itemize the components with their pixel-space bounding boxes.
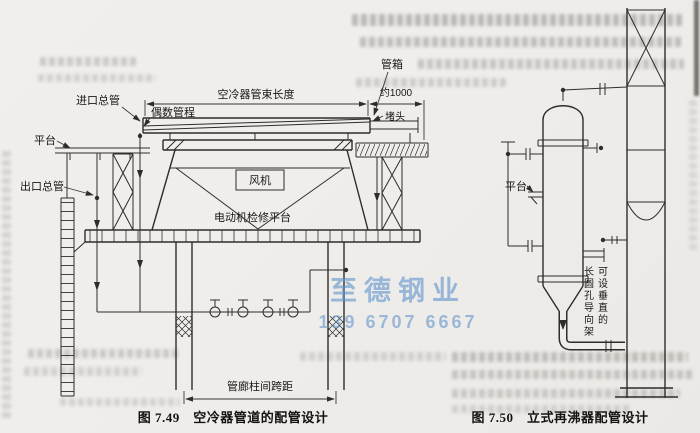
concrete-column-right (327, 242, 345, 390)
tower-column (600, 8, 678, 398)
platform-label: 平台 (505, 179, 527, 193)
concrete-column-left (175, 242, 193, 390)
main-beam (73, 229, 421, 253)
fan-label: 风机 (249, 173, 271, 187)
dimension-rack-span: 管廊柱间跨距 (183, 379, 337, 404)
right-platform (355, 142, 429, 158)
guide-note-right: 可设垂直的 (596, 266, 608, 326)
left-platform: 平台 (34, 133, 150, 198)
braced-post-right (374, 156, 403, 231)
vapor-line-top (560, 83, 628, 101)
motor-platform-label: 电动机检修平台 (214, 210, 291, 224)
pipe-box-callout: 管箱 (373, 57, 403, 116)
fig-7-50: 平台 可设垂直的 长圆孔导向架 图 7.50 立式再沸器配管设计 (471, 8, 678, 425)
approx-1000-label: 约1000 (380, 86, 413, 99)
even-passes-label: 偶数管程 (151, 105, 195, 119)
valve (209, 299, 221, 318)
fig50-caption: 图 7.50 立式再沸器配管设计 (471, 410, 648, 425)
plug-label: 堵头 (385, 110, 405, 123)
valve (262, 299, 274, 318)
watermark-company: 至德钢业 (330, 276, 466, 306)
outlet-header-label: 出口总管 (20, 179, 64, 193)
watermark-phone: 139 6707 6667 (318, 312, 477, 332)
guide-note-left: 长圆孔导向架 (582, 266, 594, 338)
valve (237, 299, 249, 318)
valve (287, 299, 299, 318)
side-nozzle-stub (583, 143, 604, 153)
fig49-caption: 图 7.49 空冷器管道的配管设计 (138, 410, 329, 425)
liquid-line-left (501, 141, 543, 252)
fan-box: 风机 (235, 169, 285, 191)
guide-frame: 可设垂直的 长圆孔导向架 (582, 248, 608, 338)
plug-callout: 堵头 (372, 110, 405, 123)
bottom-piping (97, 133, 349, 316)
bottom-outlet-line (558, 311, 625, 352)
rack-span-label: 管廊柱间跨距 (227, 379, 293, 393)
dimension-bundle-length: 空冷器管束长度 (144, 87, 425, 140)
platform-bracket: 平台 (505, 179, 543, 205)
fig-7-49: 空冷器管束长度 约1000 管箱 进口总管 偶数管程 (20, 57, 429, 425)
bundle-length-label: 空冷器管束长度 (218, 87, 295, 101)
braced-post-left (112, 153, 134, 231)
inlet-header-callout: 进口总管 (76, 93, 141, 122)
air-cooler-bundle (142, 117, 419, 143)
dimension-approx-1000: 约1000 (369, 86, 423, 107)
access-ladder (60, 197, 75, 397)
pipe-box-label: 管箱 (381, 57, 403, 71)
fan-support-frame (151, 139, 369, 231)
reboiler-vessel (537, 105, 589, 312)
platform-label: 平台 (34, 133, 56, 147)
inlet-header-label: 进口总管 (76, 93, 120, 107)
even-passes-callout: 偶数管程 (143, 105, 195, 127)
watermark: 至德钢业 139 6707 6667 (318, 276, 477, 332)
